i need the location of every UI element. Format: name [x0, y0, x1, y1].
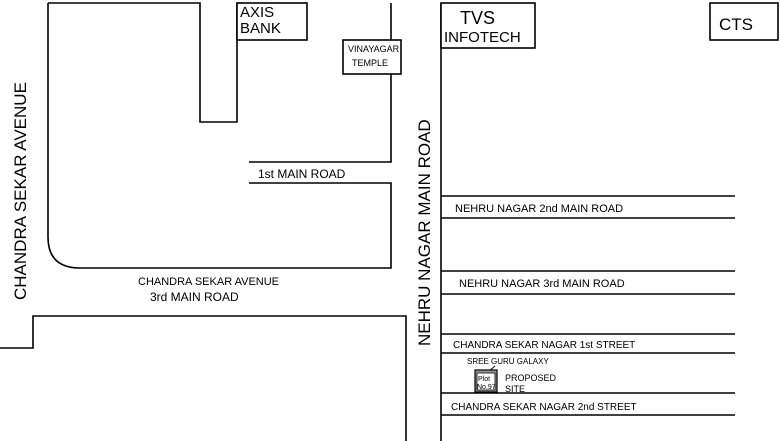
cs-nagar-1st-label: CHANDRA SEKAR NAGAR 1st STREET: [453, 340, 635, 351]
nehru-2nd-label: NEHRU NAGAR 2nd MAIN ROAD: [455, 203, 623, 215]
plot-inner: [476, 372, 496, 391]
axis-bank-label-1: AXIS: [240, 4, 274, 21]
proposed-site-label-2: SITE: [505, 384, 525, 394]
temple-label-1: VINAYAGAR: [348, 44, 400, 54]
sree-guru-galaxy-label: SREE GURU GALAXY: [467, 357, 549, 366]
temple-label-2: TEMPLE: [352, 58, 388, 68]
tvs-infotech-box: [440, 2, 536, 49]
plot-label-1: Plot: [478, 376, 490, 383]
chandra-sekar-avenue-label: CHANDRA SEKAR AVENUE: [11, 82, 30, 300]
nehru-nagar-main-road-label: NEHRU NAGAR MAIN ROAD: [415, 119, 434, 346]
proposed-site-label-1: PROPOSED: [505, 373, 557, 383]
plot-label-2: No.97: [477, 384, 496, 391]
nehru-3rd-label: NEHRU NAGAR 3rd MAIN ROAD: [459, 278, 625, 290]
axis-bank-label-2: BANK: [240, 20, 281, 37]
avenue-3rd-label-1: CHANDRA SEKAR AVENUE: [138, 276, 279, 288]
cts-box: [709, 2, 779, 41]
tvs-label-1: TVS: [460, 8, 495, 28]
axis-bank-box: [236, 2, 308, 41]
first-main-road-label: 1st MAIN ROAD: [258, 167, 346, 181]
bottom-left-block: [0, 315, 407, 441]
cs-nagar-2nd-label: CHANDRA SEKAR NAGAR 2nd STREET: [451, 402, 637, 413]
left-block-outline: [47, 2, 392, 269]
avenue-3rd-label-2: 3rd MAIN ROAD: [150, 290, 239, 304]
temple-box: [342, 39, 402, 75]
tvs-label-2: INFOTECH: [444, 29, 521, 46]
cts-label: CTS: [719, 15, 753, 34]
